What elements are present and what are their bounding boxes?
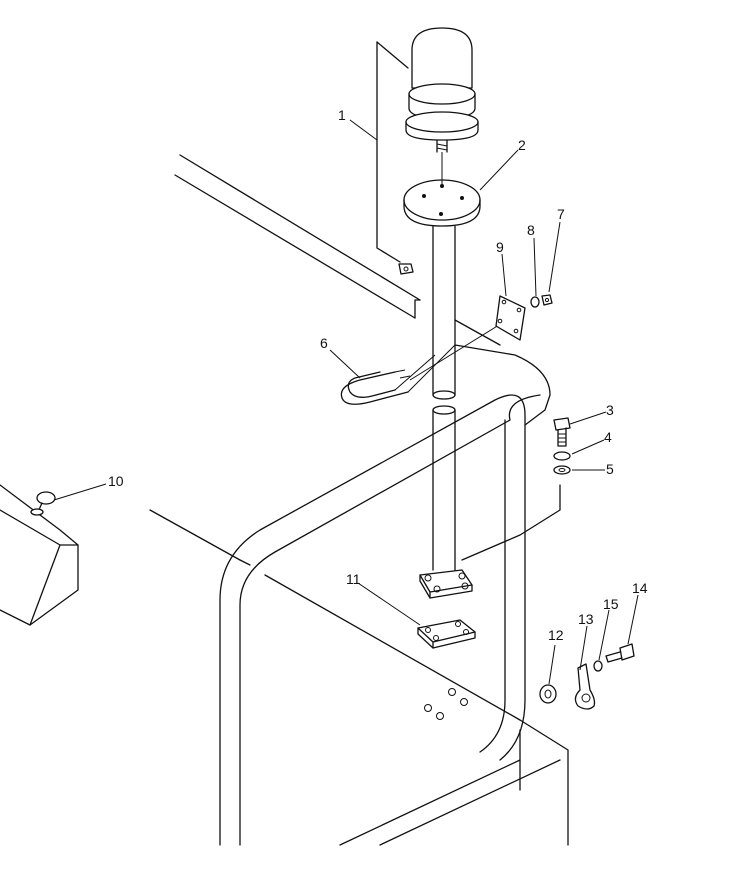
callout-12: 12	[548, 627, 564, 643]
callout-15: 15	[603, 596, 619, 612]
callout-3: 3	[606, 402, 614, 418]
callout-10: 10	[108, 473, 124, 489]
pole	[419, 225, 561, 599]
callout-11: 11	[346, 571, 361, 587]
bolt-and-washers	[553, 417, 571, 475]
left-cover-with-knob	[0, 484, 79, 626]
callout-4: 4	[604, 429, 612, 445]
callout-14: 14	[632, 580, 648, 596]
callout-6: 6	[320, 335, 328, 351]
callout-2: 2	[518, 137, 526, 153]
handrail	[219, 344, 551, 846]
leader-lines	[53, 119, 639, 685]
u-bolt	[340, 311, 521, 405]
clamp-plate	[495, 294, 553, 341]
base-plate	[417, 619, 476, 649]
callout-7: 7	[557, 206, 565, 222]
beacon-lamp	[376, 27, 479, 275]
clip-hardware	[539, 643, 635, 710]
callout-13: 13	[578, 611, 594, 627]
machine-body	[149, 154, 569, 846]
callout-8: 8	[527, 222, 535, 238]
mounting-plate	[403, 152, 481, 227]
callout-1: 1	[338, 107, 346, 123]
callouts: 1 2 3 4 5 6 7 8 9 10 11 12 13 14 15	[108, 107, 648, 643]
callout-5: 5	[606, 461, 614, 477]
callout-9: 9	[496, 239, 504, 255]
